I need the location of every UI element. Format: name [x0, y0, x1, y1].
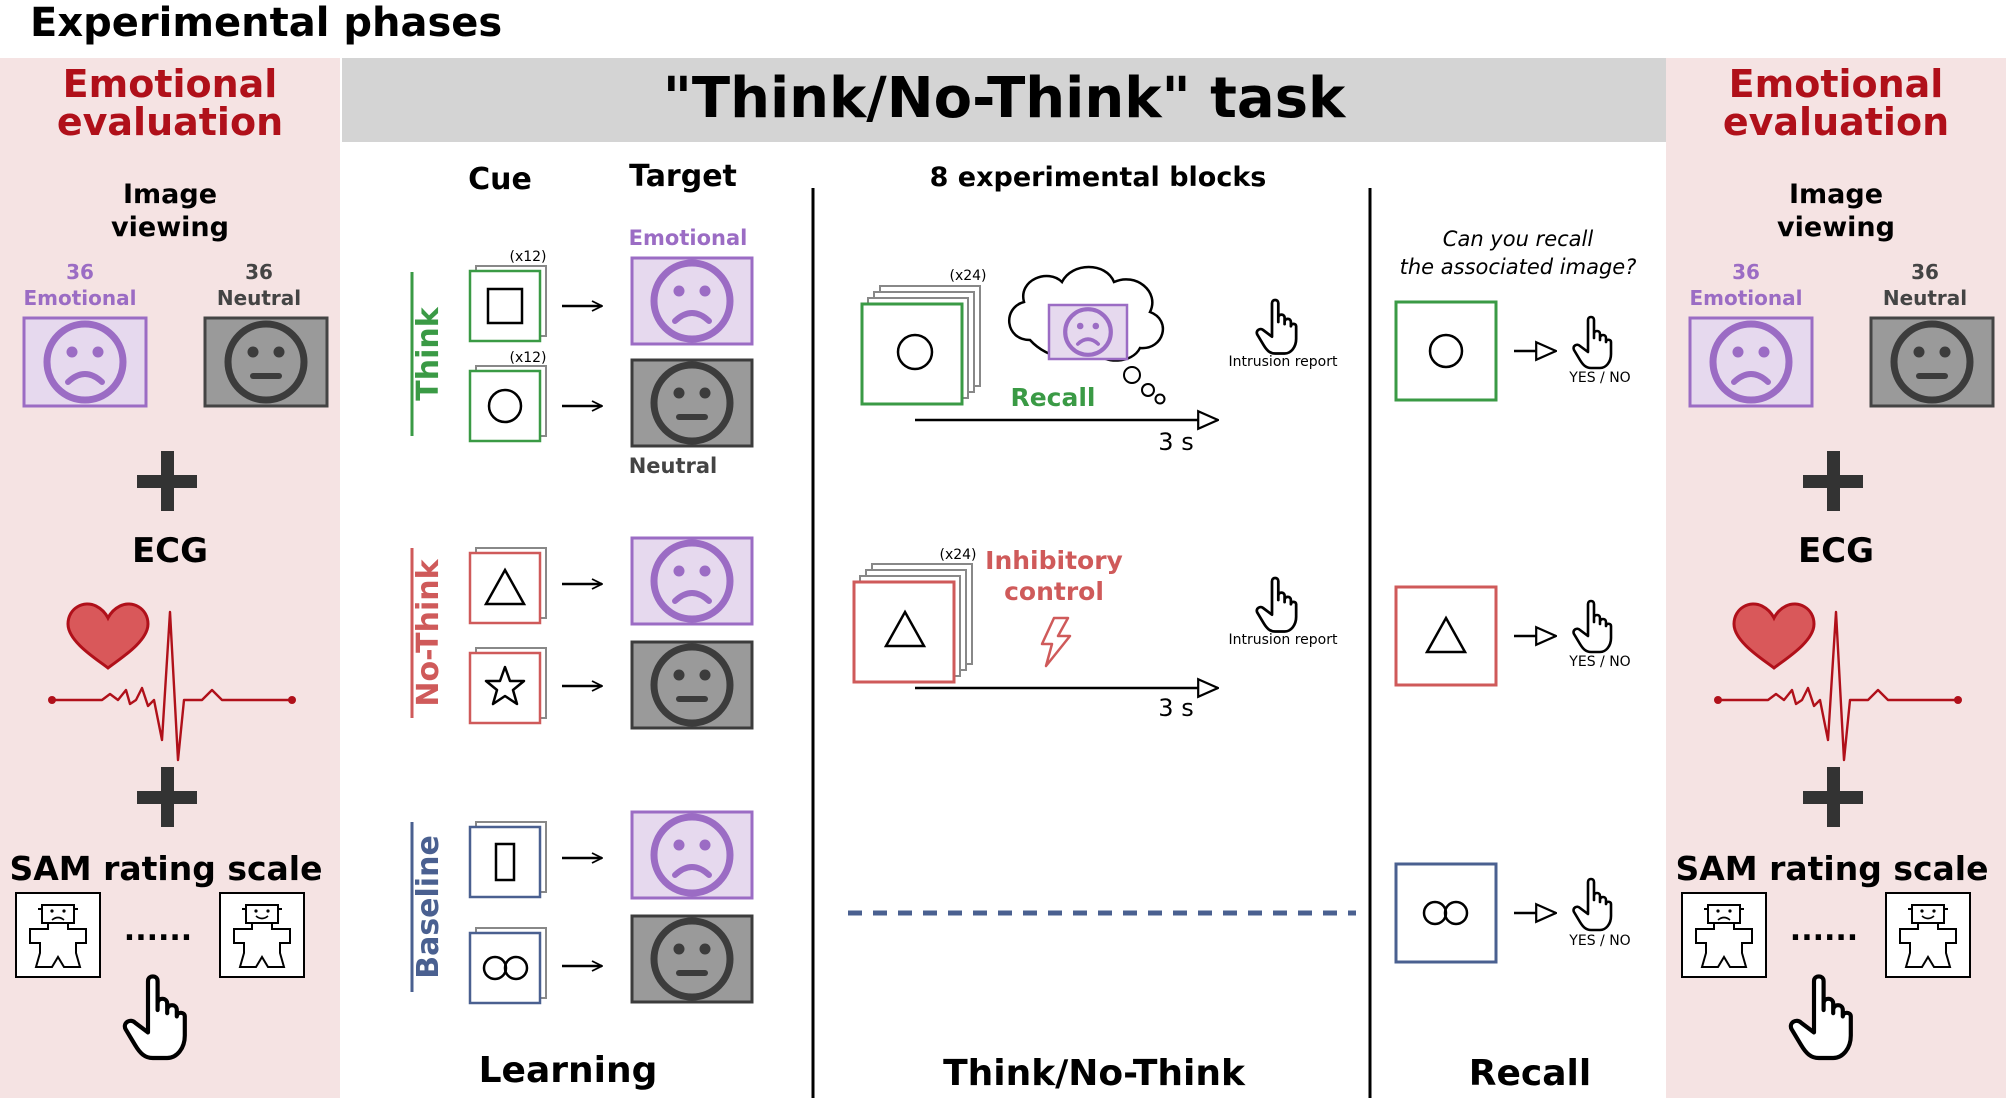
- left-plus-icon-1: [137, 451, 197, 511]
- tnt-think-intrusion-label: Intrusion report: [1229, 354, 1338, 370]
- right-plus-icon-2: [1803, 767, 1863, 827]
- page-title: Experimental phases: [30, 0, 502, 46]
- learning-phase-label: Learning: [479, 1050, 658, 1091]
- right-emotional-count: 36: [1732, 260, 1760, 284]
- right-sam-dots: ......: [1790, 913, 1858, 948]
- cue-header: Cue: [468, 162, 532, 197]
- tnt-section: 8 experimental blocks (x24) Recall 3 s I…: [848, 162, 1356, 1094]
- baseline-cue-infinity: [468, 927, 547, 1005]
- right-panel-title-line2: evaluation: [1723, 100, 1949, 144]
- left-panel-title-line2: evaluation: [57, 100, 283, 144]
- inhibitory-label-line2: control: [1004, 577, 1104, 606]
- right-emotional-label: Emotional: [1690, 286, 1803, 310]
- recall-answer-2: YES / NO: [1568, 654, 1630, 670]
- left-emotional-label: Emotional: [24, 286, 137, 310]
- left-neutral-image: [203, 316, 329, 408]
- left-viewing-line1: Image: [123, 179, 217, 210]
- think-count-2: (x12): [509, 350, 546, 366]
- nothink-label: No-Think: [411, 558, 446, 706]
- left-ecg-label: ECG: [132, 531, 208, 571]
- left-evaluation-panel: Emotional evaluation Image viewing 36 Em…: [0, 58, 340, 1098]
- right-sam-happy-figure: [1885, 892, 1971, 978]
- right-viewing-line1: Image: [1789, 179, 1883, 210]
- nothink-cue-star: [468, 647, 547, 725]
- recall-cue-infinity: [1394, 862, 1498, 964]
- left-emotional-image: [22, 316, 148, 408]
- left-viewing-line2: viewing: [111, 212, 229, 243]
- thought-bubble: [1007, 265, 1166, 405]
- left-plus-icon-2: [137, 767, 197, 827]
- think-target-neutral: [630, 358, 754, 448]
- baseline-cue-rectangle: [468, 821, 547, 899]
- right-viewing-line2: viewing: [1777, 212, 1895, 243]
- think-cue-square: [468, 265, 547, 343]
- left-neutral-count: 36: [245, 260, 273, 284]
- right-plus-icon-1: [1803, 451, 1863, 511]
- right-neutral-image: [1869, 316, 1995, 408]
- tnt-think-duration: 3 s: [1158, 428, 1193, 456]
- think-label: Think: [411, 306, 446, 400]
- recall-hand-icon-3: [1572, 877, 1613, 932]
- learning-section: Cue Target Emotional Think (x12) (x12) N…: [410, 159, 754, 1091]
- right-neutral-count: 36: [1911, 260, 1939, 284]
- tnt-nothink-intrusion-label: Intrusion report: [1229, 632, 1338, 648]
- right-emotional-image: [1688, 316, 1814, 408]
- left-panel-title-line1: Emotional: [63, 62, 278, 106]
- left-neutral-label: Neutral: [217, 286, 301, 310]
- tnt-think-cue-stack: [860, 285, 981, 406]
- right-sam-sad-figure: [1681, 892, 1767, 978]
- recall-hand-icon-2: [1572, 599, 1613, 654]
- blocks-header: 8 experimental blocks: [930, 162, 1267, 193]
- lightning-icon: [1040, 616, 1072, 668]
- think-count-1: (x12): [509, 249, 546, 265]
- tnt-think-hand-icon: [1255, 298, 1298, 355]
- right-sam-label: SAM rating scale: [1675, 849, 1988, 888]
- baseline-target-emotional: [630, 810, 754, 900]
- think-target-emotional: [630, 256, 754, 346]
- right-panel-title-line1: Emotional: [1729, 62, 1944, 106]
- recall-phase-label: Recall: [1469, 1053, 1591, 1094]
- emotional-target-label: Emotional: [629, 226, 748, 250]
- nothink-target-neutral: [630, 640, 754, 730]
- right-ecg-label: ECG: [1798, 531, 1874, 571]
- tnt-phase-label: Think/No-Think: [943, 1053, 1246, 1094]
- baseline-label: Baseline: [411, 835, 446, 979]
- task-header: "Think/No-Think" task: [342, 58, 1666, 142]
- target-header: Target: [629, 159, 737, 194]
- left-emotional-count: 36: [66, 260, 94, 284]
- recall-hand-icon-1: [1572, 315, 1613, 370]
- tnt-think-count: (x24): [949, 268, 986, 284]
- baseline-target-neutral: [630, 914, 754, 1004]
- recall-question-line1: Can you recall: [1443, 227, 1594, 251]
- recall-question-line2: the associated image?: [1400, 255, 1637, 279]
- right-neutral-label: Neutral: [1883, 286, 1967, 310]
- left-sam-label: SAM rating scale: [9, 849, 322, 888]
- recall-label: Recall: [1010, 383, 1095, 412]
- neutral-target-label: Neutral: [629, 454, 718, 478]
- tnt-nothink-hand-icon: [1255, 576, 1298, 633]
- nothink-cue-triangle: [468, 547, 547, 625]
- left-sam-happy-figure: [219, 892, 305, 978]
- recall-answer-1: YES / NO: [1568, 370, 1630, 386]
- task-title: "Think/No-Think" task: [663, 66, 1347, 131]
- inhibitory-label-line1: Inhibitory: [985, 546, 1123, 575]
- recall-cue-triangle: [1394, 585, 1498, 687]
- recall-answer-3: YES / NO: [1568, 933, 1630, 949]
- tnt-nothink-cue-stack: [852, 563, 973, 684]
- tnt-nothink-duration: 3 s: [1158, 694, 1193, 722]
- left-sam-sad-figure: [15, 892, 101, 978]
- nothink-target-emotional: [630, 536, 754, 626]
- think-cue-circle: [468, 365, 547, 443]
- left-sam-dots: ......: [124, 913, 192, 948]
- recall-section: Can you recall the associated image? YES…: [1394, 227, 1637, 1094]
- recall-cue-circle: [1394, 300, 1498, 402]
- tnt-nothink-count: (x24): [939, 547, 976, 563]
- right-evaluation-panel: Emotional evaluation Image viewing 36 Em…: [1666, 58, 2006, 1098]
